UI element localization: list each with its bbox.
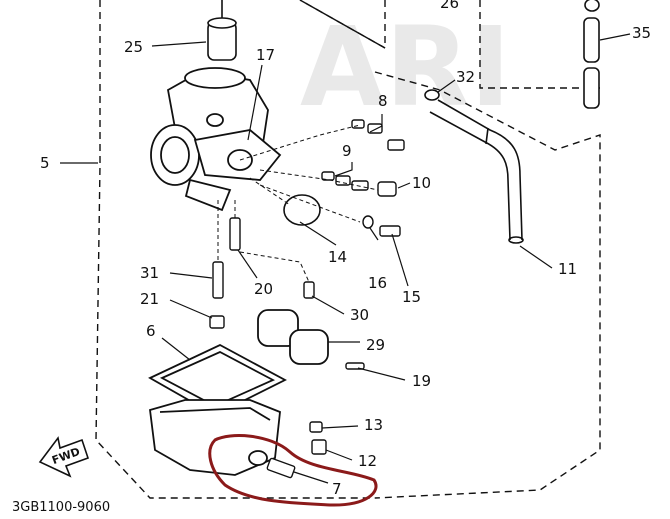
callout-32: 32 bbox=[456, 68, 475, 86]
part-25-cap bbox=[207, 0, 237, 61]
upper-box-edge bbox=[299, 0, 386, 49]
float-bowl bbox=[149, 399, 281, 476]
callout-29: 29 bbox=[366, 336, 385, 354]
part-16-washer bbox=[362, 215, 374, 229]
part-20-jet bbox=[229, 217, 241, 251]
part-21-jet bbox=[209, 315, 225, 329]
callout-17: 17 bbox=[256, 46, 275, 64]
part-31-needle-jet bbox=[212, 261, 224, 299]
callout-13: 13 bbox=[364, 416, 383, 434]
callout-31: 31 bbox=[140, 264, 159, 282]
callout-labels: 25 17 32 35 8 5 9 10 14 16 15 11 31 20 2… bbox=[40, 24, 651, 498]
part-13-screw bbox=[309, 421, 323, 433]
callout-7: 7 bbox=[332, 480, 342, 498]
dashed-guides bbox=[217, 124, 379, 283]
part-19-pin bbox=[345, 362, 365, 370]
callout-15: 15 bbox=[402, 288, 421, 306]
part-7-screw bbox=[266, 457, 296, 479]
part-15-screw bbox=[379, 225, 401, 237]
callout-6: 6 bbox=[146, 322, 156, 340]
callout-16: 16 bbox=[368, 274, 387, 292]
part-9-screws bbox=[321, 171, 369, 191]
part-14-plug bbox=[283, 194, 321, 226]
carburetor-body bbox=[150, 67, 282, 212]
callout-12: 12 bbox=[358, 452, 377, 470]
partial-label-26: 26 bbox=[440, 0, 459, 12]
callout-5: 5 bbox=[40, 154, 50, 172]
part-12-screw bbox=[311, 439, 327, 455]
highlight-circle-part-7 bbox=[208, 434, 378, 507]
fwd-arrow: FWD bbox=[38, 436, 90, 478]
callout-25: 25 bbox=[124, 38, 143, 56]
drawing-code: 3GB1100-9060 bbox=[12, 500, 110, 515]
part-11-hose bbox=[429, 99, 524, 244]
part-10-screw bbox=[377, 181, 397, 197]
callout-30: 30 bbox=[350, 306, 369, 324]
part-32-clamp bbox=[424, 89, 440, 101]
part-29-float bbox=[257, 309, 329, 365]
leader-lines bbox=[60, 33, 631, 484]
callout-21: 21 bbox=[140, 290, 159, 308]
part-30-needle bbox=[303, 281, 315, 299]
callout-35: 35 bbox=[632, 24, 651, 42]
callout-8: 8 bbox=[378, 92, 388, 110]
part-8-screws bbox=[351, 119, 405, 151]
watermark: ARI bbox=[300, 3, 511, 131]
callout-20: 20 bbox=[254, 280, 273, 298]
callout-10: 10 bbox=[412, 174, 431, 192]
callout-11: 11 bbox=[558, 260, 577, 278]
callout-14: 14 bbox=[328, 248, 347, 266]
callout-9: 9 bbox=[342, 142, 352, 160]
callout-19: 19 bbox=[412, 372, 431, 390]
part-35-tube bbox=[583, 0, 600, 109]
